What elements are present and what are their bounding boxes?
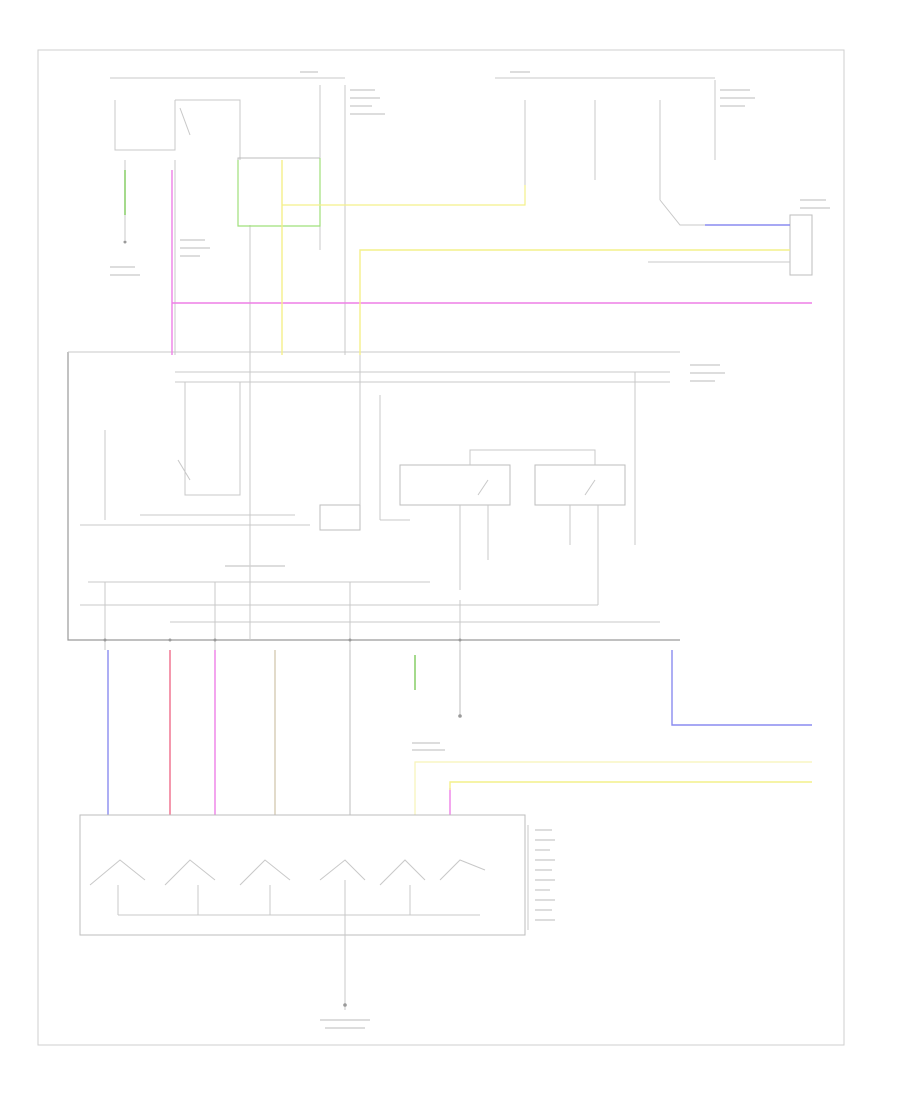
ground-point-mid — [458, 714, 462, 718]
colored-wires — [107, 158, 812, 815]
relay-box-right — [534, 464, 626, 506]
ground-point-bottom — [343, 1003, 347, 1007]
diagram-frame — [37, 49, 845, 1046]
yellow-wire-5 — [414, 761, 812, 815]
green-wire-frame — [237, 158, 321, 227]
yellow-wire-4 — [449, 781, 812, 790]
yellow-wire-2 — [282, 185, 526, 206]
bottom-switch-block — [79, 714, 529, 1010]
module-chip — [319, 504, 361, 531]
main-module — [67, 351, 680, 650]
top-right-switch-group — [495, 77, 813, 276]
yellow-wire-3 — [359, 249, 790, 355]
switch-block-frame — [79, 814, 526, 936]
tiny-label-marks — [110, 71, 830, 1029]
top-left-fuse-relay-group — [110, 77, 346, 355]
connector-right — [789, 214, 813, 276]
relay-box-left — [399, 464, 511, 506]
ground-point-left — [123, 240, 127, 244]
blue-wire-right — [671, 650, 812, 726]
